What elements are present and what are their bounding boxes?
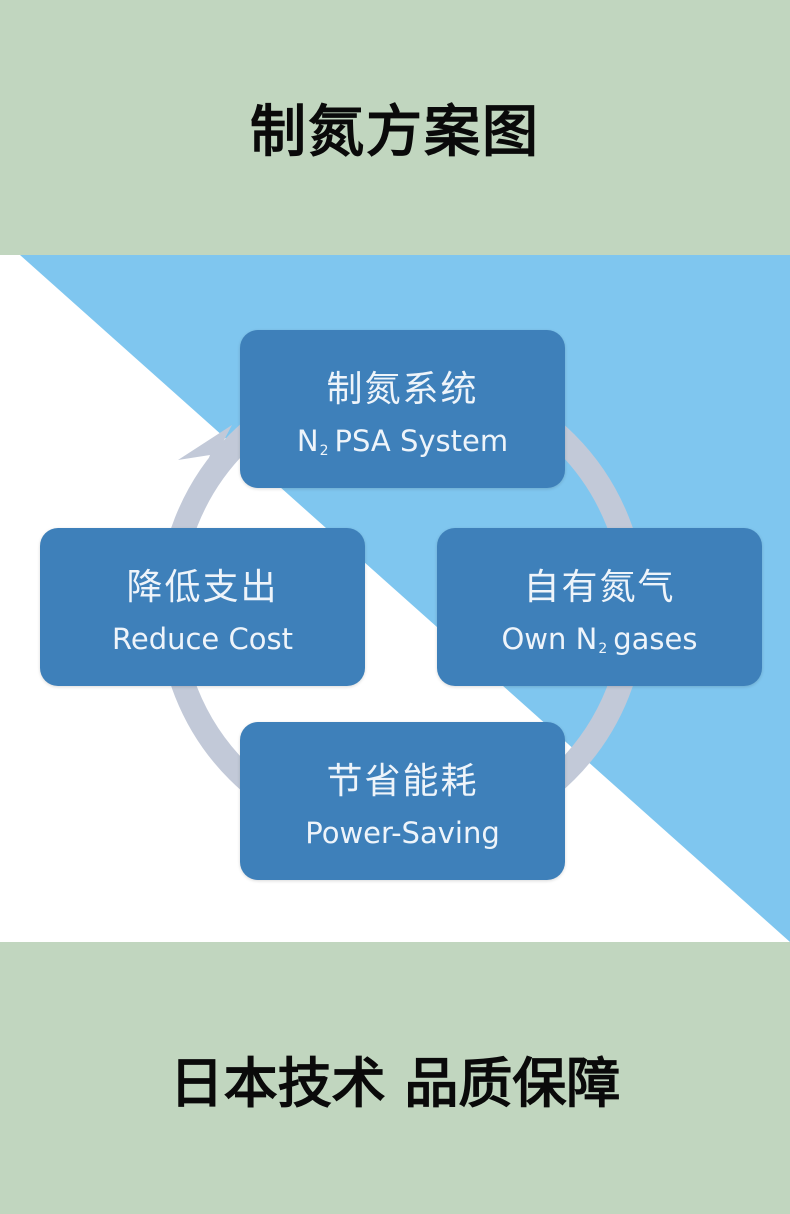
node-reduce-cost: 降低支出 Reduce Cost — [40, 528, 365, 686]
cycle-arrowhead-icon — [178, 425, 232, 495]
blue-diagonal-triangle — [20, 255, 790, 942]
node-title-zh: 降低支出 — [126, 567, 279, 608]
node-title-en: Power-Saving — [305, 816, 500, 850]
node-power-saving: 节省能耗 Power-Saving — [240, 722, 565, 880]
node-title-zh: 制氮系统 — [326, 368, 479, 410]
node-title-en: Reduce Cost — [112, 622, 293, 656]
node-title-zh: 节省能耗 — [326, 761, 479, 802]
node-title-zh: 自有氮气 — [523, 566, 676, 608]
footer-slogan: 日本技术 品质保障 — [169, 1051, 621, 1115]
page-title: 制氮方案图 — [250, 100, 540, 165]
